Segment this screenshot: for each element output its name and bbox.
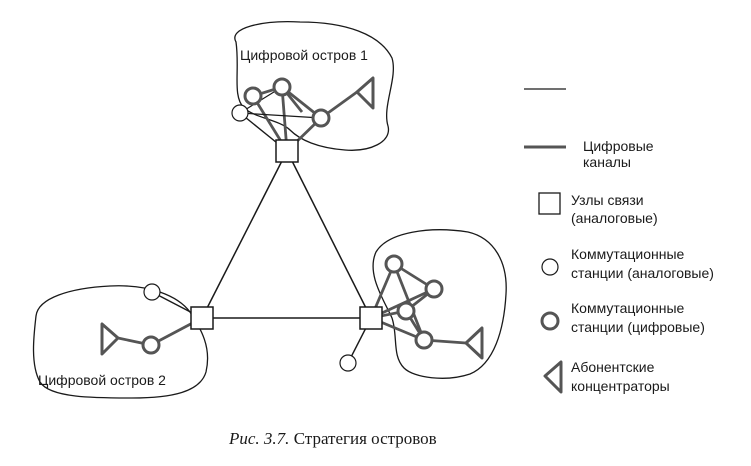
island-2-label: Цифровой остров 2 [38,372,166,388]
legend-digital-channel-label-2: каналы [583,154,631,170]
figure-caption-text: Стратегия островов [289,429,436,448]
legend-analog-exchange-icon [541,258,559,276]
digital-island-3-boundary [372,229,507,379]
legend-concentrator-label-2: концентраторы [571,378,670,394]
legend-digital-channel-label-1: Цифровые [583,138,654,154]
digital-exchange-island-3-b [424,279,444,299]
communication-node-right [359,306,383,330]
legend-digital-exchange-label-2: станции (цифровые) [571,319,705,335]
figure-caption: Рис. 3.7. Стратегия островов [228,429,437,448]
legend-digital-exchange-icon [540,311,560,331]
analog-exchange-bottom [339,354,357,372]
figure-caption-number: Рис. 3.7. [228,429,289,448]
digital-exchange-island-1-c [311,108,331,128]
subscriber-concentrator-island-3 [464,326,484,360]
digital-island-1-boundary [234,21,394,151]
analog-channel-top-right [286,150,372,319]
analog-channel-triangle [201,150,372,319]
island-2-links [117,316,203,347]
digital-island-2-boundary [32,285,209,399]
legend-concentrator-label-1: Абонентские [571,359,655,375]
analog-exchange-left [143,283,161,301]
digital-exchange-island-1-b [272,77,292,97]
communication-node-left [190,306,214,330]
legend-analog-exchange-label-2: станции (аналоговые) [571,265,714,281]
digital-exchange-island-3-a [384,254,404,274]
legend-concentrator-icon [543,360,563,394]
communication-node-top [275,139,299,163]
legend-node-label-2: (аналоговые) [571,210,658,226]
legend-node-label-1: Узлы связи [571,192,644,208]
analog-channel-top-left [201,150,288,319]
digital-exchange-island-3-d [414,330,434,350]
subscriber-concentrator-island-1 [355,76,375,110]
legend-analog-exchange-label-1: Коммутационные [571,246,685,262]
digital-exchange-island-3-c [396,301,416,321]
island-1-links [251,85,358,153]
subscriber-concentrator-island-2 [100,322,120,356]
legend-node-icon [538,192,561,215]
legend-digital-exchange-label-1: Коммутационные [571,300,685,316]
digital-exchange-island-1-a [243,86,263,106]
analog-exchange-island-1 [231,104,249,122]
island-1-label: Цифровой остров 1 [240,47,368,63]
digital-exchange-island-2 [141,335,161,355]
